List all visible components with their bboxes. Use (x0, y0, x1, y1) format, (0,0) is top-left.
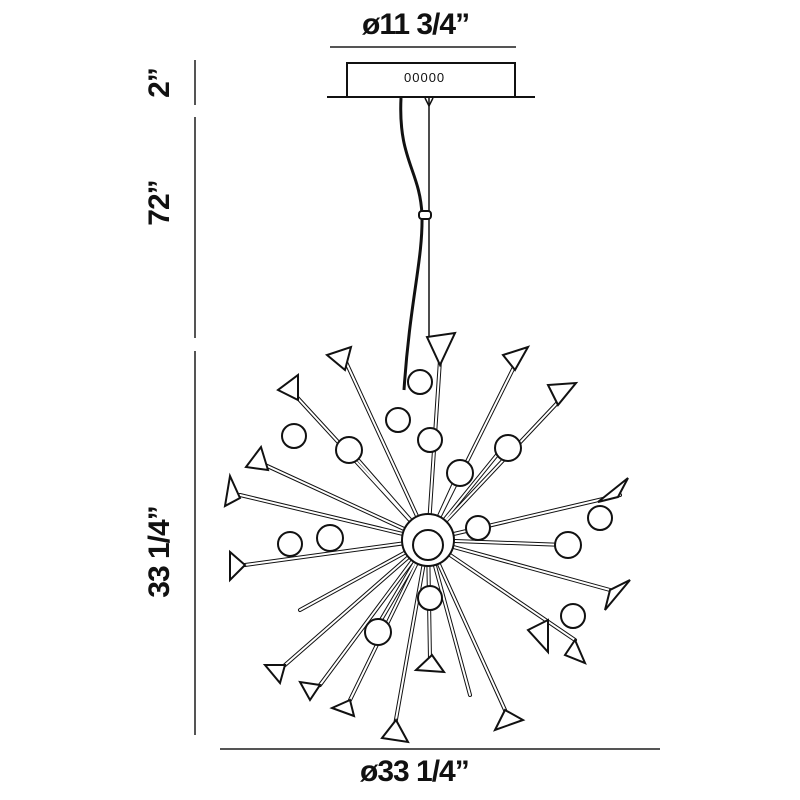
center-hub (401, 513, 455, 567)
suspension-cable (399, 97, 434, 391)
fixture-height-label: 33 1/4” (143, 506, 176, 598)
canopy-height-label: 2” (143, 68, 176, 98)
canopy-text: 00000 (404, 70, 446, 85)
cable-length-label: 72” (143, 180, 176, 226)
chandelier-arms (238, 358, 622, 727)
canopy (327, 62, 535, 98)
globe-bulbs (277, 369, 613, 646)
fixture-diameter-label: ø33 1/4” (360, 755, 470, 788)
canopy-diameter-label: ø11 3/4” (362, 8, 470, 41)
cone-shades (223, 331, 631, 744)
